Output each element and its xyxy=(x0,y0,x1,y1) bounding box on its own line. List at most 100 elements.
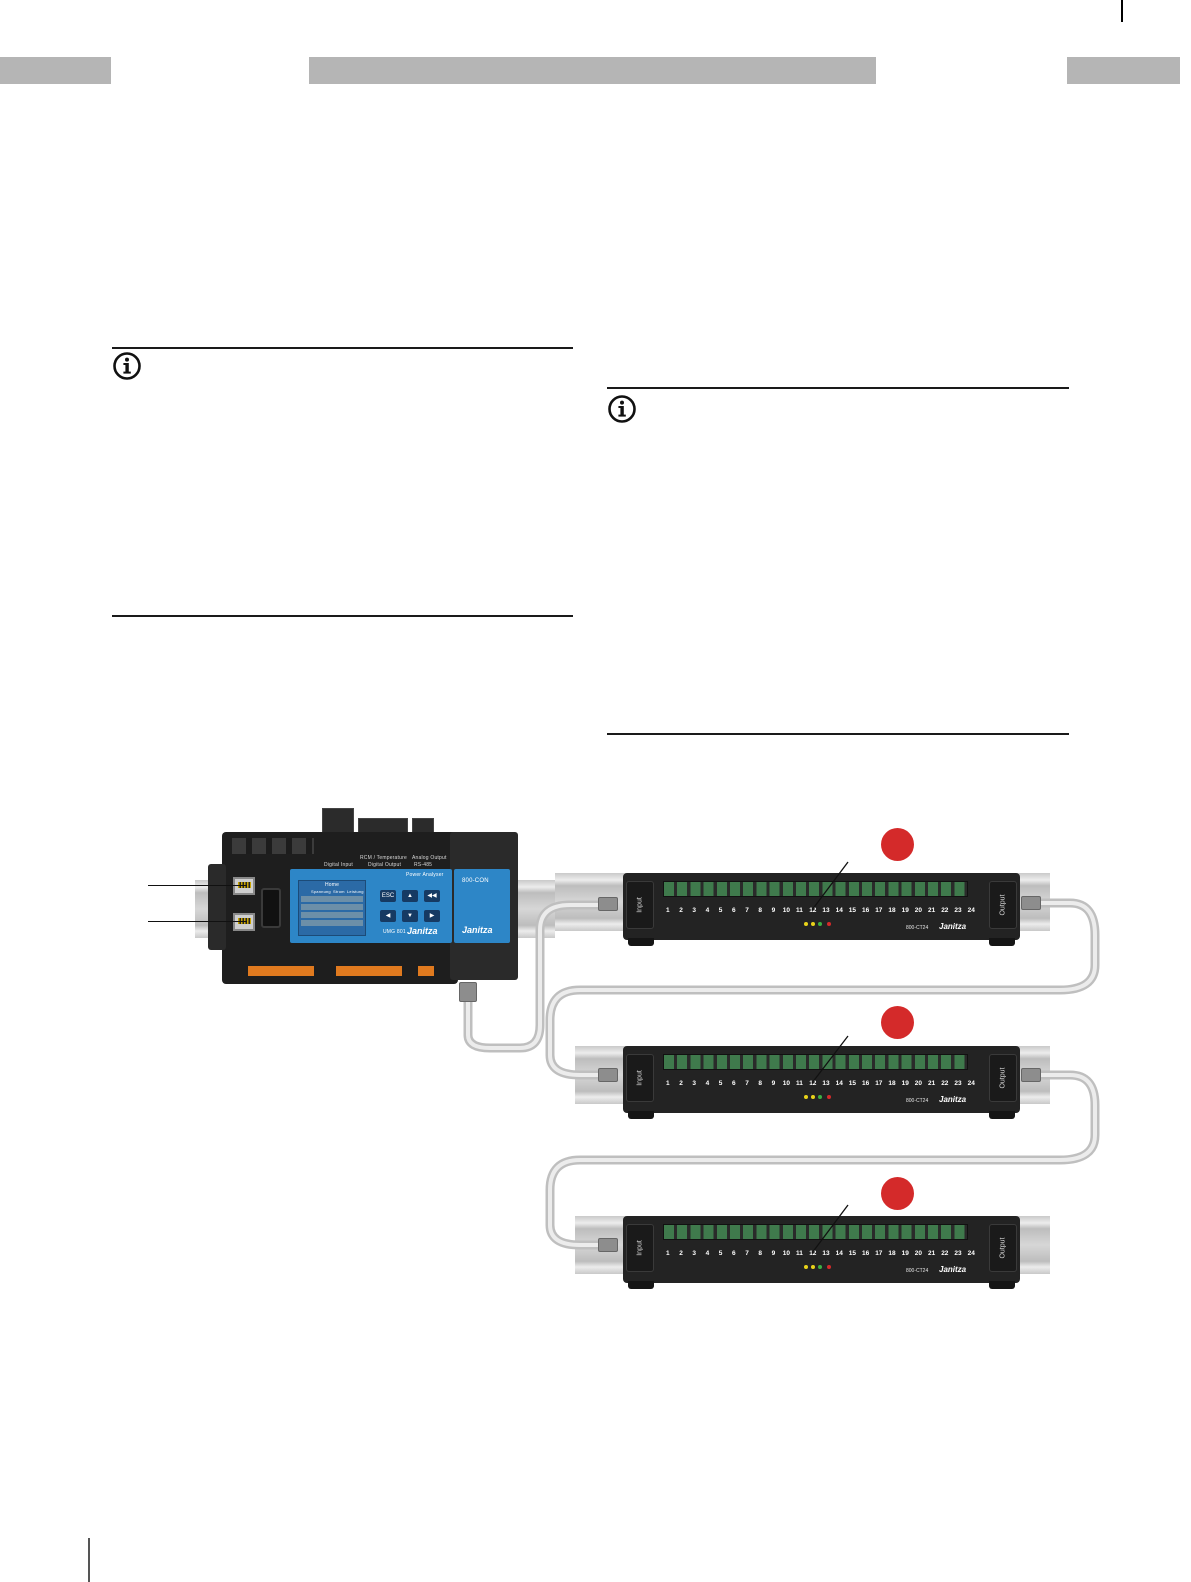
status-led xyxy=(811,1095,815,1099)
channel-number: 10 xyxy=(782,1250,791,1257)
device-brand: Janitza xyxy=(407,926,438,936)
channel-number: 24 xyxy=(967,1250,975,1257)
channel-number: 23 xyxy=(954,1250,962,1257)
channel-number: 7 xyxy=(745,1250,749,1257)
channel-number: 18 xyxy=(888,1250,896,1257)
channel-number: 15 xyxy=(848,1250,857,1257)
ct-foot xyxy=(628,938,654,946)
channel-number: 16 xyxy=(862,907,870,914)
output-port[interactable]: Output xyxy=(989,881,1017,929)
input-port[interactable]: Input xyxy=(626,1224,654,1272)
channel-number: 2 xyxy=(679,1250,683,1257)
header-bar-left xyxy=(0,57,111,84)
channel-number: 21 xyxy=(928,907,936,914)
output-port[interactable]: Output xyxy=(989,1224,1017,1272)
channel-number: 6 xyxy=(732,1080,736,1087)
display-row xyxy=(301,920,363,926)
channel-number: 12 xyxy=(809,907,817,914)
ct-terminals xyxy=(663,881,968,897)
left-key[interactable]: ◀ xyxy=(380,910,396,922)
channel-number: 5 xyxy=(718,1080,723,1087)
info-icon xyxy=(113,352,141,380)
label-digital-input: Digital Input xyxy=(324,862,354,868)
ct-terminals xyxy=(663,1054,968,1070)
channel-number: 18 xyxy=(888,1080,896,1087)
header-bar-right xyxy=(1067,57,1180,84)
channel-number: 22 xyxy=(941,907,949,914)
channel-number: 4 xyxy=(705,907,710,914)
up-key[interactable]: ▲ xyxy=(402,890,418,902)
right-key[interactable]: ▶ xyxy=(424,910,440,922)
rj45-plug xyxy=(1021,896,1041,910)
channel-number: 23 xyxy=(954,1080,962,1087)
rj45-plug xyxy=(598,1238,618,1252)
top-terminal xyxy=(322,808,354,834)
channel-number: 14 xyxy=(835,1250,843,1257)
device-model: UMG 801 xyxy=(383,929,406,935)
ct-model: 800-CT24 xyxy=(906,1098,929,1104)
channel-number: 6 xyxy=(732,1250,736,1257)
output-port[interactable]: Output xyxy=(989,1054,1017,1102)
module-brand: Janitza xyxy=(462,925,493,935)
channel-number: 5 xyxy=(718,1250,723,1257)
display-row xyxy=(301,904,363,910)
channel-number: 13 xyxy=(822,907,830,914)
note-right-bottom-rule xyxy=(607,733,1069,735)
rj45-plug xyxy=(598,1068,618,1082)
status-led xyxy=(827,1265,831,1269)
status-led xyxy=(818,922,822,926)
channel-number: 22 xyxy=(941,1250,949,1257)
channel-number: 1 xyxy=(666,1080,670,1087)
terminal-strip xyxy=(232,838,314,854)
channel-number: 10 xyxy=(782,1080,791,1087)
status-led xyxy=(804,922,808,926)
status-led xyxy=(827,922,831,926)
channel-number: 21 xyxy=(928,1250,936,1257)
ct-brand: Janitza xyxy=(939,1265,967,1274)
status-led xyxy=(827,1095,831,1099)
channel-number: 1 xyxy=(666,907,670,914)
channel-number: 14 xyxy=(835,907,843,914)
channel-number: 3 xyxy=(692,1250,697,1257)
channel-number: 21 xyxy=(928,1080,936,1087)
channel-number: 7 xyxy=(745,907,749,914)
channel-number: 1 xyxy=(666,1250,670,1257)
display-col-1: Spannung xyxy=(311,889,331,894)
channel-number: 9 xyxy=(771,1080,776,1087)
esc-key[interactable]: ESC xyxy=(380,890,396,902)
ct-terminals xyxy=(663,1224,968,1240)
status-led xyxy=(804,1265,808,1269)
label-rcm: RCM / Temperature xyxy=(360,855,407,861)
channel-number: 2 xyxy=(679,907,683,914)
channel-number: 13 xyxy=(822,1080,830,1087)
display-row xyxy=(301,896,363,902)
module-label: 800-CON xyxy=(462,878,489,884)
ct-foot xyxy=(989,1111,1015,1119)
channel-number: 9 xyxy=(771,907,776,914)
note-left-top-rule xyxy=(112,347,573,349)
marker-dot-3 xyxy=(881,1177,914,1210)
channel-number: 13 xyxy=(822,1250,830,1257)
display-row xyxy=(301,912,363,918)
input-port[interactable]: Input xyxy=(626,1054,654,1102)
label-digital-output: Digital Output xyxy=(368,862,402,868)
info-icon xyxy=(608,395,636,423)
channel-number: 24 xyxy=(967,907,975,914)
channel-number: 11 xyxy=(796,907,803,914)
display-header: Home xyxy=(325,882,340,888)
back-key[interactable]: ◀◀ xyxy=(424,890,440,902)
current-terminals xyxy=(336,966,402,976)
power-terminals xyxy=(418,966,434,976)
callout-line-port-2 xyxy=(148,921,247,923)
status-led xyxy=(818,1095,822,1099)
channel-number: 15 xyxy=(848,907,857,914)
input-port[interactable]: Input xyxy=(626,881,654,929)
ct-brand: Janitza xyxy=(939,922,967,931)
down-key[interactable]: ▼ xyxy=(402,910,418,922)
channel-number: 11 xyxy=(796,1250,803,1257)
marker-dot-2 xyxy=(881,1006,914,1039)
